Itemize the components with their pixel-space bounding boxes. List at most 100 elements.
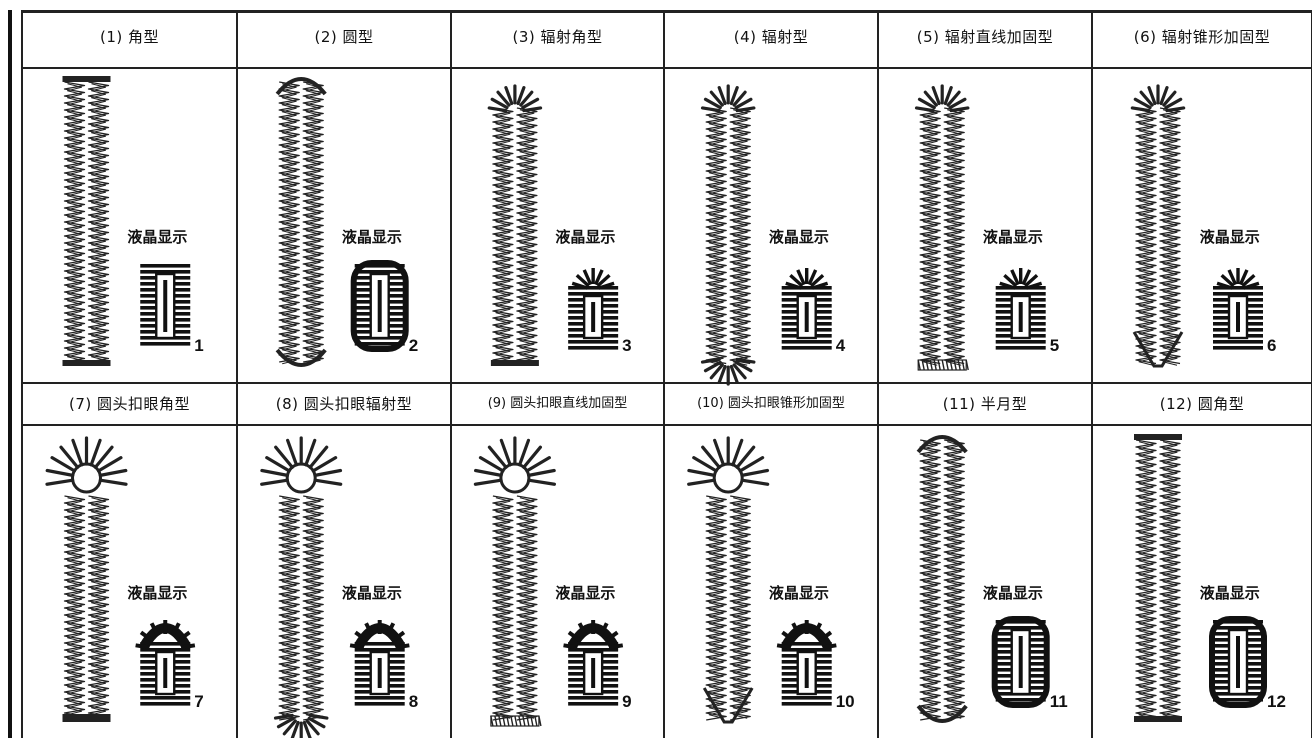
pattern-number: 4 [835, 336, 846, 355]
lcd-icon [991, 616, 1050, 708]
stitch-column-left-inner [922, 109, 938, 366]
lcd-display-label: 液晶显示 [341, 584, 402, 602]
buttonhole-figure [275, 77, 409, 367]
radial-fan-bottom [273, 713, 329, 738]
pattern-number: 3 [622, 336, 632, 355]
lcd-icon [349, 620, 410, 706]
grid-vline [21, 10, 23, 738]
cell-title: (6) 辐射锥形加固型 [1133, 28, 1271, 46]
lcd-display-label: 液晶显示 [982, 584, 1043, 602]
lcd-icon [350, 260, 409, 352]
grid-hline [22, 67, 1312, 69]
stitch-column-right [516, 495, 538, 721]
stitch-column-right-inner [519, 497, 535, 719]
grid-vline [236, 10, 238, 738]
stitch-column-left-inner [495, 497, 511, 719]
eyelet-fan [260, 436, 343, 486]
stitch-column-right-inner [91, 497, 106, 719]
pattern-number: 1 [194, 336, 204, 355]
lcd-display-label: 液晶显示 [555, 228, 616, 246]
lcd-icon [776, 620, 837, 706]
stitch-column-left-inner [281, 83, 297, 365]
end-arc [275, 77, 327, 96]
stitch-column-left-inner [708, 497, 724, 719]
buttonhole-figure [45, 436, 196, 722]
pattern-number: 5 [1049, 336, 1060, 355]
pattern-number: 11 [1049, 692, 1068, 711]
buttonhole-figure [487, 84, 619, 366]
end-bar [1134, 434, 1182, 440]
pattern-number: 7 [194, 692, 204, 711]
end-bar [62, 716, 111, 722]
lcd-display-label: 液晶显示 [1199, 228, 1260, 246]
stitch-column-left-inner [495, 109, 511, 366]
cell-title: (2) 圆型 [314, 28, 374, 46]
buttonhole-figure [260, 436, 410, 738]
lcd-display-label: 液晶显示 [768, 584, 829, 602]
stitch-column-left-inner [708, 109, 724, 366]
stitch-column-left-inner [922, 441, 938, 719]
radial-fan-top [914, 84, 970, 113]
radial-fan-bottom [700, 357, 756, 386]
grid-hline [22, 424, 1312, 426]
stitch-column-right-inner [91, 83, 106, 365]
stitch-column-left-inner [281, 497, 297, 719]
lcd-display-label: 液晶显示 [555, 584, 616, 602]
end-arc [916, 435, 968, 454]
stitch-column-right-inner [1162, 109, 1178, 366]
stitch-column-right-inner [519, 109, 535, 366]
pattern-number: 12 [1267, 692, 1286, 711]
stitch-column-right [302, 495, 324, 721]
stitch-column-right [302, 81, 324, 365]
grid-vline [663, 10, 665, 738]
lcd-icon [1209, 616, 1267, 708]
buttonhole-cell: (11) 半月型液晶显示 11 [878, 382, 1092, 738]
stitch-column-right [729, 107, 751, 366]
cell-title: (5) 辐射直线加固型 [916, 28, 1054, 46]
stitch-column-right [729, 495, 751, 721]
stitch-column-left [492, 107, 514, 366]
stitch-column-left [278, 81, 300, 365]
stitch-column-left [705, 495, 727, 721]
pattern-number: 9 [622, 692, 632, 711]
cell-title: (11) 半月型 [942, 395, 1028, 413]
pattern-number: 2 [408, 336, 419, 355]
cell-title: (7) 圆头扣眼角型 [68, 395, 191, 413]
buttonhole-cell: (5) 辐射直线加固型液晶显示 5 [878, 10, 1092, 382]
lcd-display-label: 液晶显示 [982, 228, 1043, 246]
bartack [917, 359, 969, 371]
stitch-column-left [63, 495, 86, 721]
lcd-display-label: 液晶显示 [768, 228, 829, 246]
stitch-column-right [87, 495, 110, 721]
stitch-column-right [1159, 439, 1181, 721]
eyelet-fan [687, 436, 770, 486]
lcd-icon [140, 264, 191, 346]
buttonhole-figure [62, 76, 191, 366]
buttonhole-figure [1134, 434, 1267, 722]
stitch-column-left-inner [1138, 441, 1154, 719]
lcd-icon [135, 620, 196, 706]
pattern-number: 10 [835, 692, 855, 711]
stitch-column-right-inner [305, 83, 321, 365]
stitch-column-right-inner [946, 441, 962, 719]
stitch-column-right [516, 107, 538, 366]
lcd-icon [563, 620, 624, 706]
stitch-column-right-outer [1159, 107, 1181, 365]
stitch-column-left-outer [1135, 107, 1157, 365]
stitch-column-left [1135, 107, 1157, 366]
end-bar [490, 360, 539, 366]
lcd-display-label: 液晶显示 [127, 584, 188, 602]
cell-title: (3) 辐射角型 [512, 28, 603, 46]
end-arc [916, 704, 968, 723]
radial-fan-top [1130, 84, 1186, 113]
stitch-column-left-inner [67, 83, 82, 365]
lcd-display-label: 液晶显示 [127, 228, 188, 246]
cell-title: (10) 圆头扣眼锥形加固型 [697, 396, 845, 411]
lcd-display-label: 液晶显示 [1199, 584, 1260, 602]
end-arc [275, 348, 327, 367]
